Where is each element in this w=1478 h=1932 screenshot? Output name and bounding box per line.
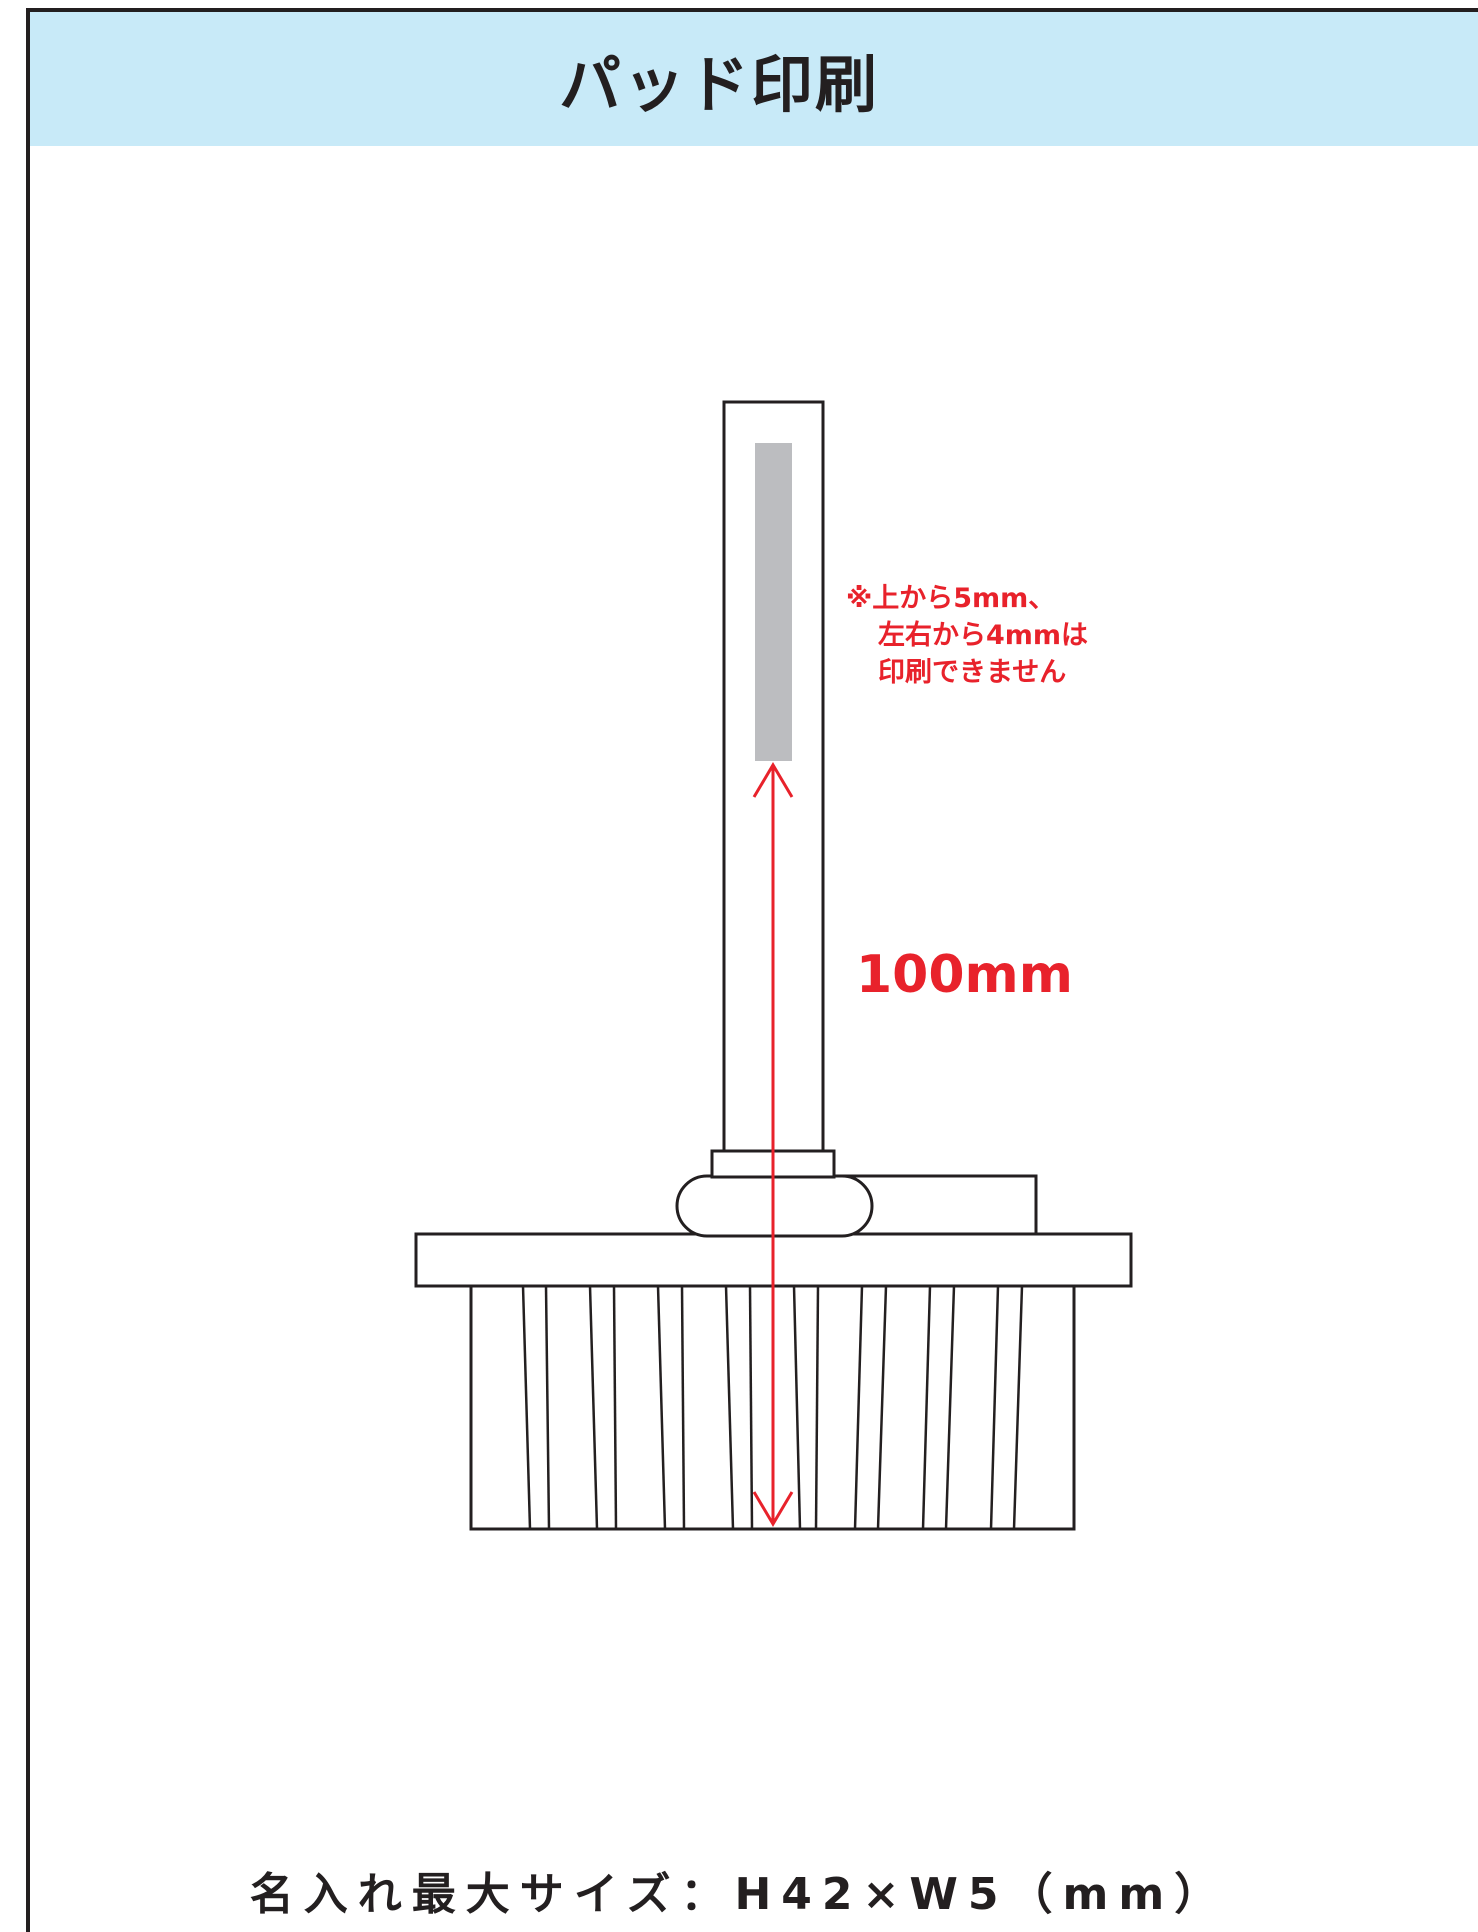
print-restriction-note: ※上から5mm、 左右から4mmは 印刷できません: [846, 580, 1088, 691]
header-bar: パッド印刷: [30, 12, 1478, 146]
dimension-label: 100mm: [856, 945, 1073, 1005]
max-print-size: 名入れ最大サイズ：H42×W5（mm）: [249, 1869, 1229, 1920]
print-area: [755, 443, 792, 761]
brush-back-block: [840, 1174, 1038, 1236]
dimension-arrow: [752, 762, 794, 1527]
page-frame: パッド印刷: [26, 8, 1478, 1932]
note-line-3: 印刷できません: [878, 657, 1067, 688]
note-line-2: 左右から4mmは: [878, 620, 1089, 651]
page-title: パッド印刷: [558, 48, 879, 121]
note-line-1: ※上から5mm、: [846, 583, 1056, 614]
